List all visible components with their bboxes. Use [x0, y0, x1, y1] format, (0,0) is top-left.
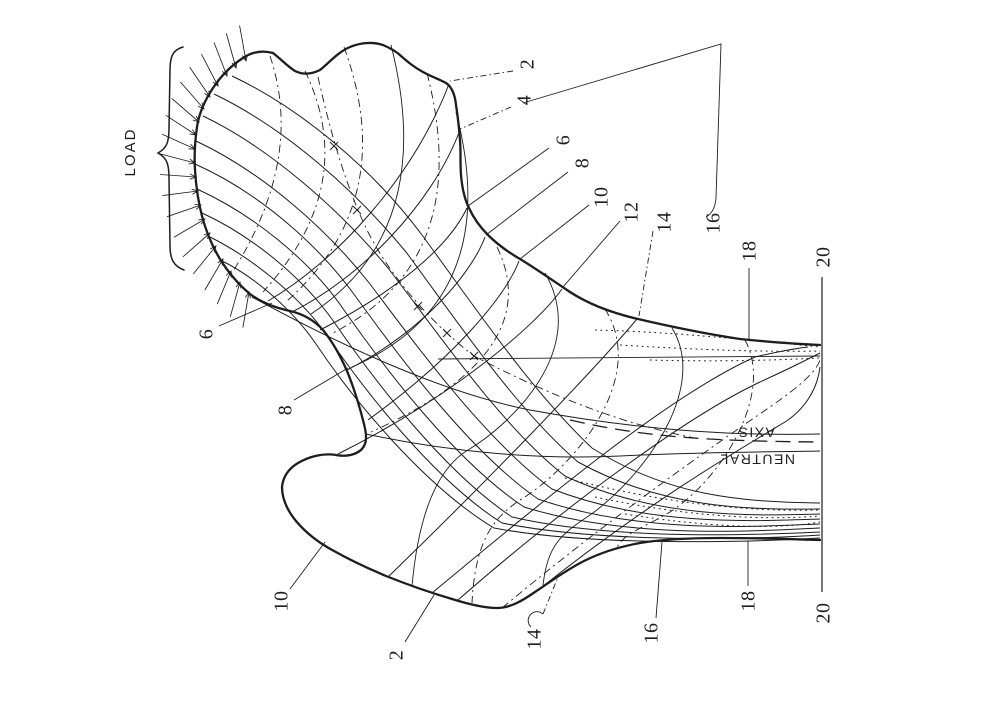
callout-16-bottom: 16 — [641, 623, 663, 644]
principal-axis-line — [317, 76, 701, 440]
cortical-bundle-dotted-lines — [564, 329, 821, 527]
callout-8-top: 8 — [572, 158, 594, 169]
load-arrows — [160, 25, 251, 328]
callout-20-bottom: 20 — [813, 603, 835, 624]
callout-18-bottom: 18 — [738, 591, 760, 612]
callout-10-bottom: 10 — [271, 591, 293, 612]
callout-10-top: 10 — [591, 187, 613, 208]
callout-8-left: 8 — [275, 405, 297, 416]
cross-markers — [329, 141, 479, 361]
callout-14-top: 14 — [654, 212, 676, 233]
neutral-axis-label-axis: AXIS — [737, 424, 775, 440]
femur-outline-inferior — [193, 50, 822, 610]
neutral-axis-label-neutral: NEUTRAL — [719, 451, 795, 467]
compression-trajectories — [194, 75, 821, 543]
femur-outline-superior — [271, 41, 822, 347]
callout-2-top: 2 — [517, 59, 539, 70]
load-brace — [156, 46, 185, 271]
callout-6-top: 6 — [553, 135, 575, 146]
callout-14-bottom: 14 — [524, 629, 546, 650]
callout-labels: 2 4 6 8 10 12 14 16 18 20 6 8 10 2 14 16… — [196, 59, 835, 661]
transverse-trajectories — [229, 44, 754, 604]
tension-trajectories — [267, 83, 821, 609]
callout-12-top: 12 — [621, 202, 643, 223]
callout-16-top: 16 — [703, 213, 725, 234]
callout-20-top: 20 — [813, 247, 835, 268]
femur-outline — [193, 41, 822, 610]
callout-leaders — [218, 43, 750, 643]
callout-4-top: 4 — [514, 95, 536, 106]
neutral-axis-line — [569, 419, 819, 443]
callout-2-bottom: 2 — [386, 650, 408, 661]
load-label: LOAD — [122, 128, 139, 177]
callout-6-left: 6 — [196, 329, 218, 340]
callout-18-top: 18 — [739, 241, 761, 262]
